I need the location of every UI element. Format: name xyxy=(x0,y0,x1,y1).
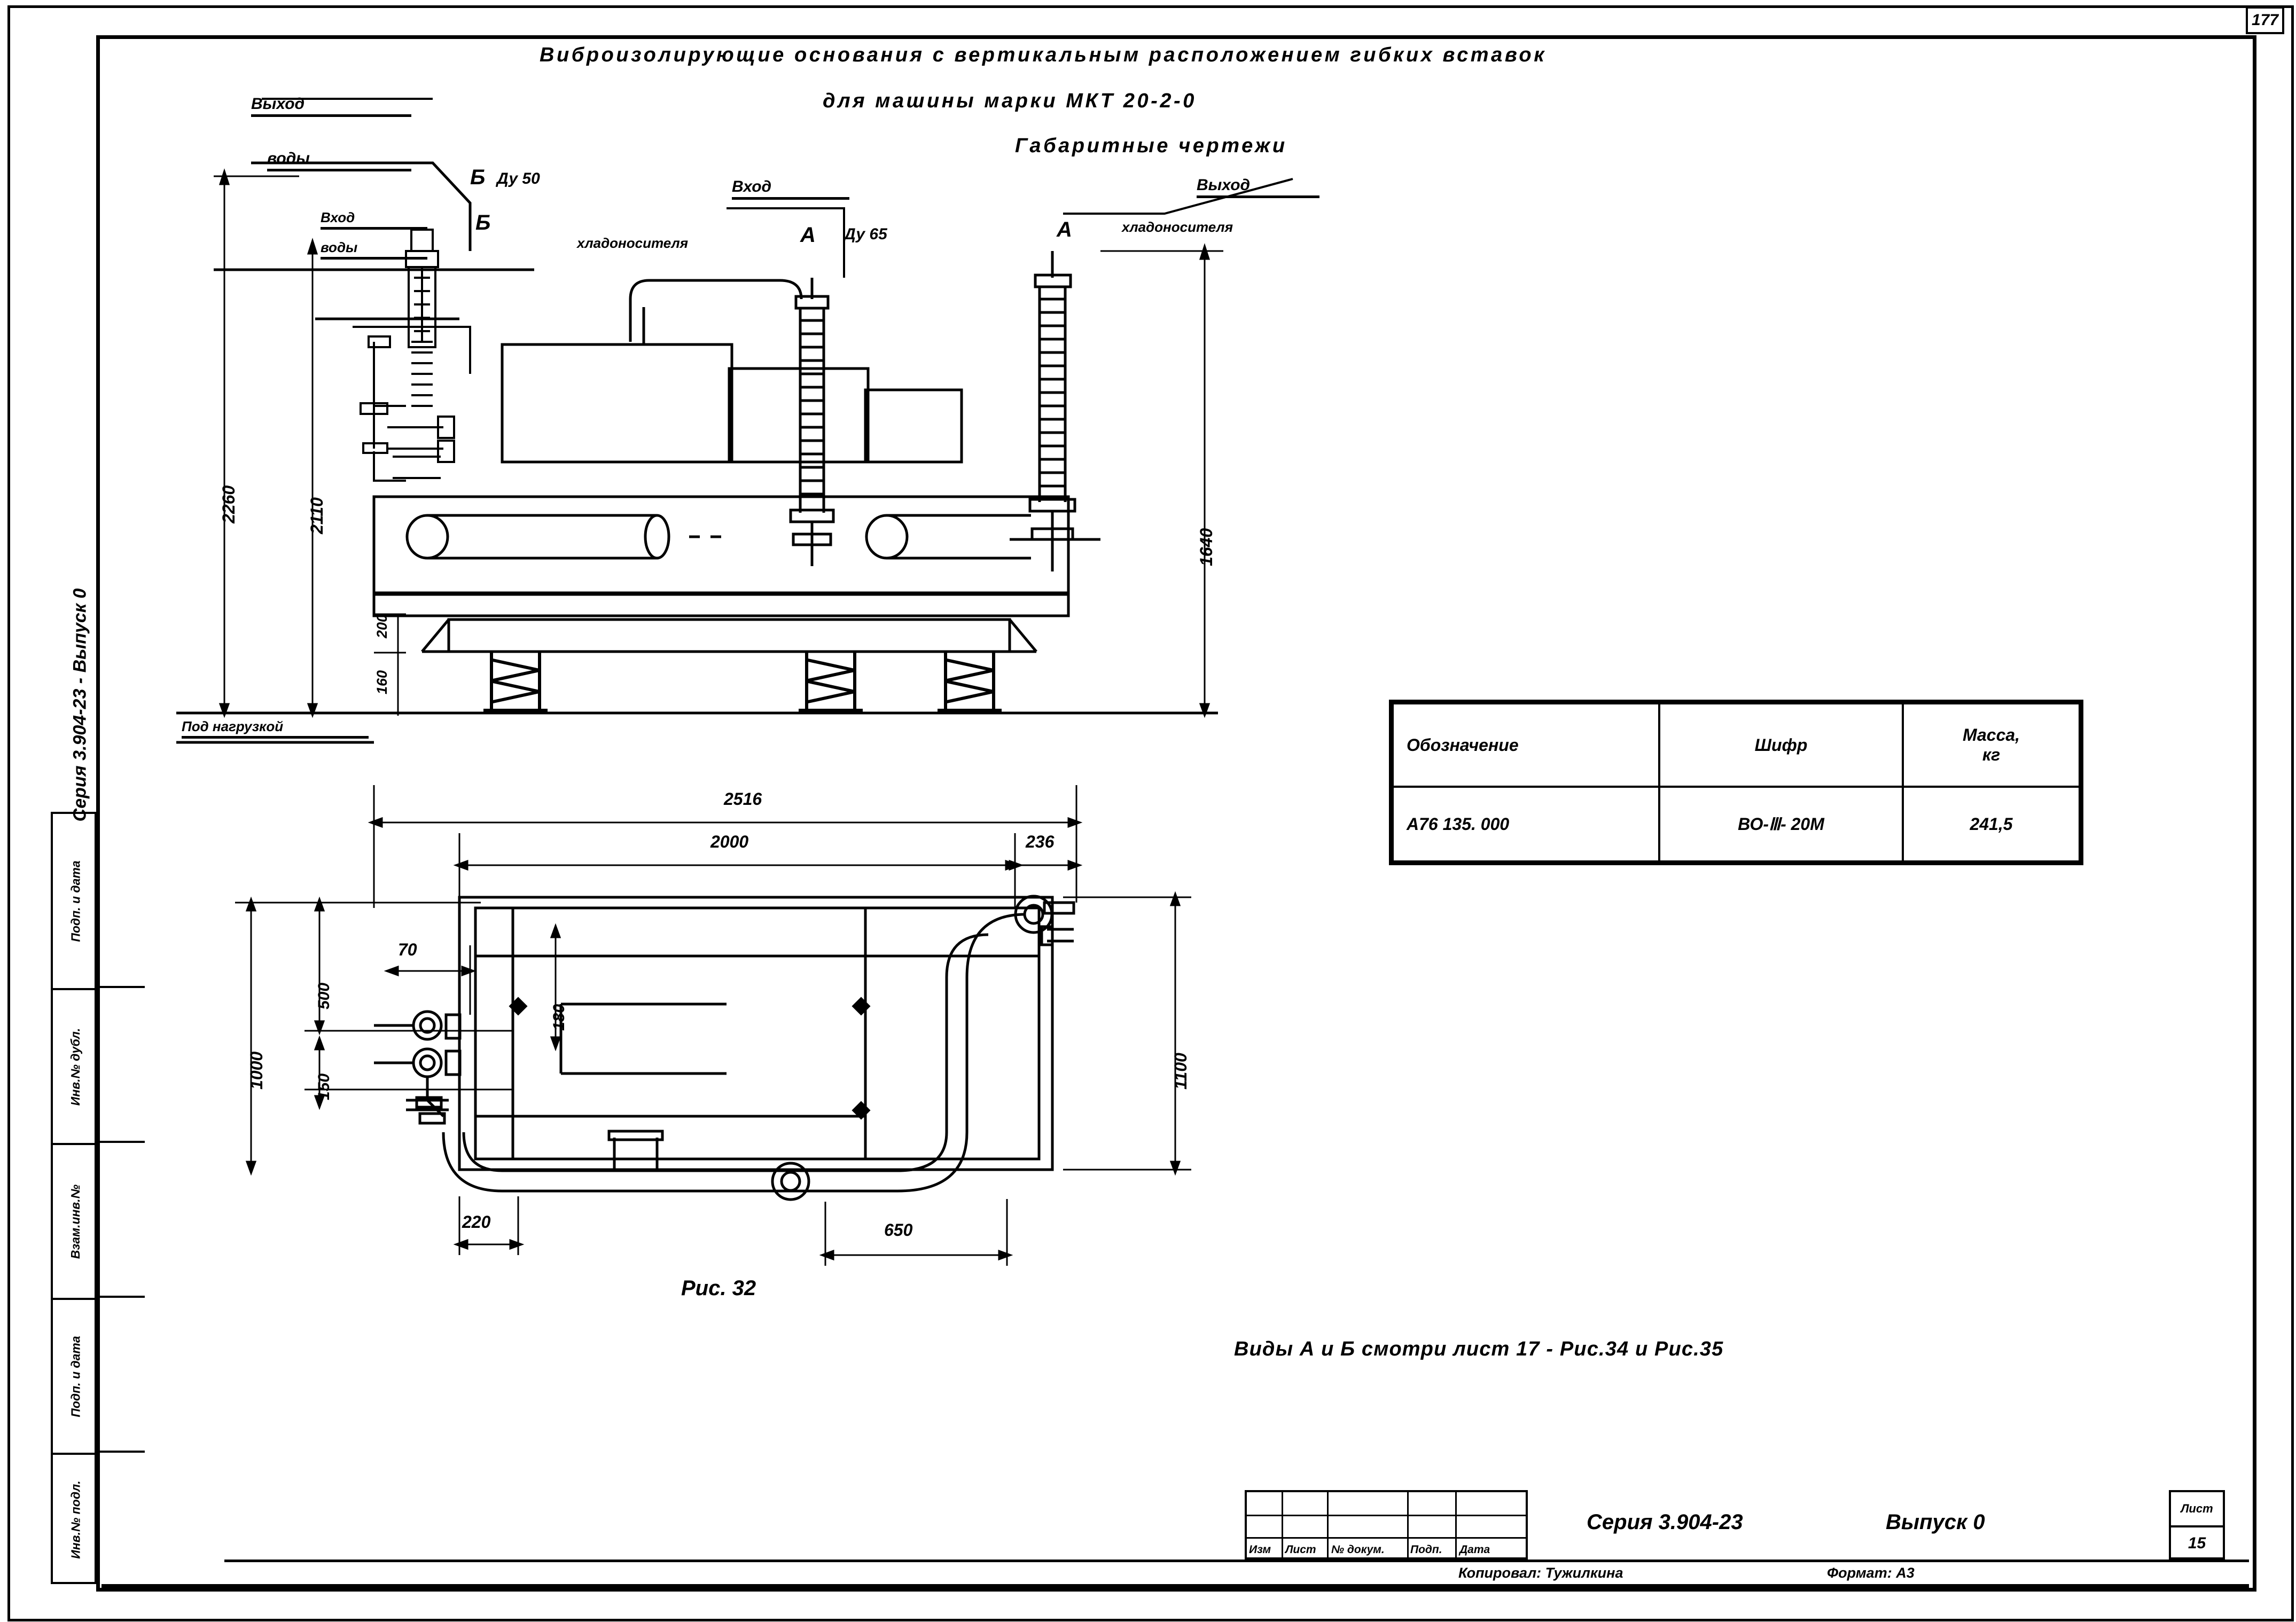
dim-1100: 1100 xyxy=(1171,1053,1190,1090)
views-reference-note: Виды А и Б смотри лист 17 - Рис.34 и Рис… xyxy=(1234,1338,1724,1360)
rev-header-data: Дата xyxy=(1459,1543,1490,1556)
label-coolant-inlet-line1: Вход xyxy=(732,178,849,200)
label-coolant-outlet-line2: хладоносителя xyxy=(1122,219,1233,235)
spec-header-designation: Обозначение xyxy=(1392,702,1660,788)
title-block: Изм Лист № докум. Подп. Дата Серия 3.904… xyxy=(1245,1490,2249,1585)
title-block-issue: Выпуск 0 xyxy=(1886,1510,1985,1534)
label-dn65: Ду 65 xyxy=(844,225,887,243)
label-water-outlet-line2: воды xyxy=(267,150,411,171)
spec-header-mass-line2: кг xyxy=(1982,745,2001,764)
spec-cell-code: ВО-Ⅲ- 20М xyxy=(1658,786,1904,863)
revision-table: Изм Лист № докум. Подп. Дата xyxy=(1245,1490,1528,1560)
dim-1000: 1000 xyxy=(247,1051,266,1090)
dim-650: 650 xyxy=(884,1220,913,1240)
spec-header-code: Шифр xyxy=(1658,702,1904,788)
drawing-title-line-1: Виброизолирующие основания с вертикальны… xyxy=(540,44,1547,66)
dim-2516: 2516 xyxy=(724,789,762,809)
label-mark-b-top: Б xyxy=(470,166,486,189)
dim-180: 180 xyxy=(550,1004,568,1031)
sheet-number: 15 xyxy=(2188,1534,2206,1552)
drawing-title-line-3: Габаритные чертежи xyxy=(1015,135,1287,157)
rev-header-podp: Подп. xyxy=(1410,1543,1442,1556)
label-water-outlet-line1: Выход xyxy=(251,95,411,117)
sheet-label: Лист xyxy=(2171,1492,2223,1527)
title-block-rule-1 xyxy=(1245,1560,2249,1562)
spec-header-mass-line1: Масса, xyxy=(1962,725,2020,745)
dim-236: 236 xyxy=(1026,832,1055,851)
gost-stamp-boxes xyxy=(97,812,145,1584)
spec-cell-mass: 241,5 xyxy=(1902,786,2081,863)
label-water-inlet-line1: Вход xyxy=(321,209,427,230)
dim-500: 500 xyxy=(315,982,333,1009)
rev-header-izm: Изм xyxy=(1249,1543,1271,1556)
sheet-outer-border xyxy=(7,5,2294,1621)
specification-table: Обозначение Шифр Масса, кг А76 135. 000 … xyxy=(1389,700,2083,865)
sheet-number-cell: Лист 15 xyxy=(2169,1490,2225,1560)
drawing-title-line-2: для машины марки МКТ 20-2-0 xyxy=(823,90,1197,112)
page-number-badge: 177 xyxy=(2246,6,2284,34)
gost-stamp-column: Подп. и дата Инв.№ дубл. Взам.инв.№ Подп… xyxy=(51,812,99,1584)
spec-header-mass: Масса, кг xyxy=(1902,702,2081,788)
title-block-rule-2 xyxy=(224,1560,1245,1562)
spec-table-header-row: Обозначение Шифр Масса, кг xyxy=(1392,702,2081,788)
label-coolant-outlet-line1: Выход xyxy=(1197,176,1319,198)
copied-by-note: Копировал: Тужилкина xyxy=(1458,1565,1623,1581)
rev-header-list: Лист xyxy=(1285,1543,1316,1556)
title-block-series: Серия 3.904-23 xyxy=(1587,1510,1743,1534)
figure-caption: Рис. 32 xyxy=(681,1276,756,1300)
format-note: Формат: А3 xyxy=(1827,1565,1915,1581)
label-mark-a-left: А xyxy=(800,223,816,247)
dim-220: 220 xyxy=(462,1212,491,1232)
title-block-rule-3 xyxy=(101,1584,2249,1588)
dim-70: 70 xyxy=(398,940,417,959)
label-under-load: Под нагрузкой xyxy=(182,718,369,739)
label-mark-a-right: А xyxy=(1057,218,1072,241)
dim-2000: 2000 xyxy=(710,832,749,851)
label-dn50: Ду 50 xyxy=(497,170,540,187)
spec-table-row: А76 135. 000 ВО-Ⅲ- 20М 241,5 xyxy=(1392,786,2081,863)
rev-header-doc: № докум. xyxy=(1331,1543,1385,1556)
label-coolant-inlet-line2: хладоносителя xyxy=(577,235,689,251)
label-water-inlet-line2: воды xyxy=(321,239,427,260)
label-mark-b-bottom: Б xyxy=(475,211,491,234)
dim-150: 150 xyxy=(315,1073,333,1100)
spec-cell-designation: А76 135. 000 xyxy=(1392,786,1660,863)
